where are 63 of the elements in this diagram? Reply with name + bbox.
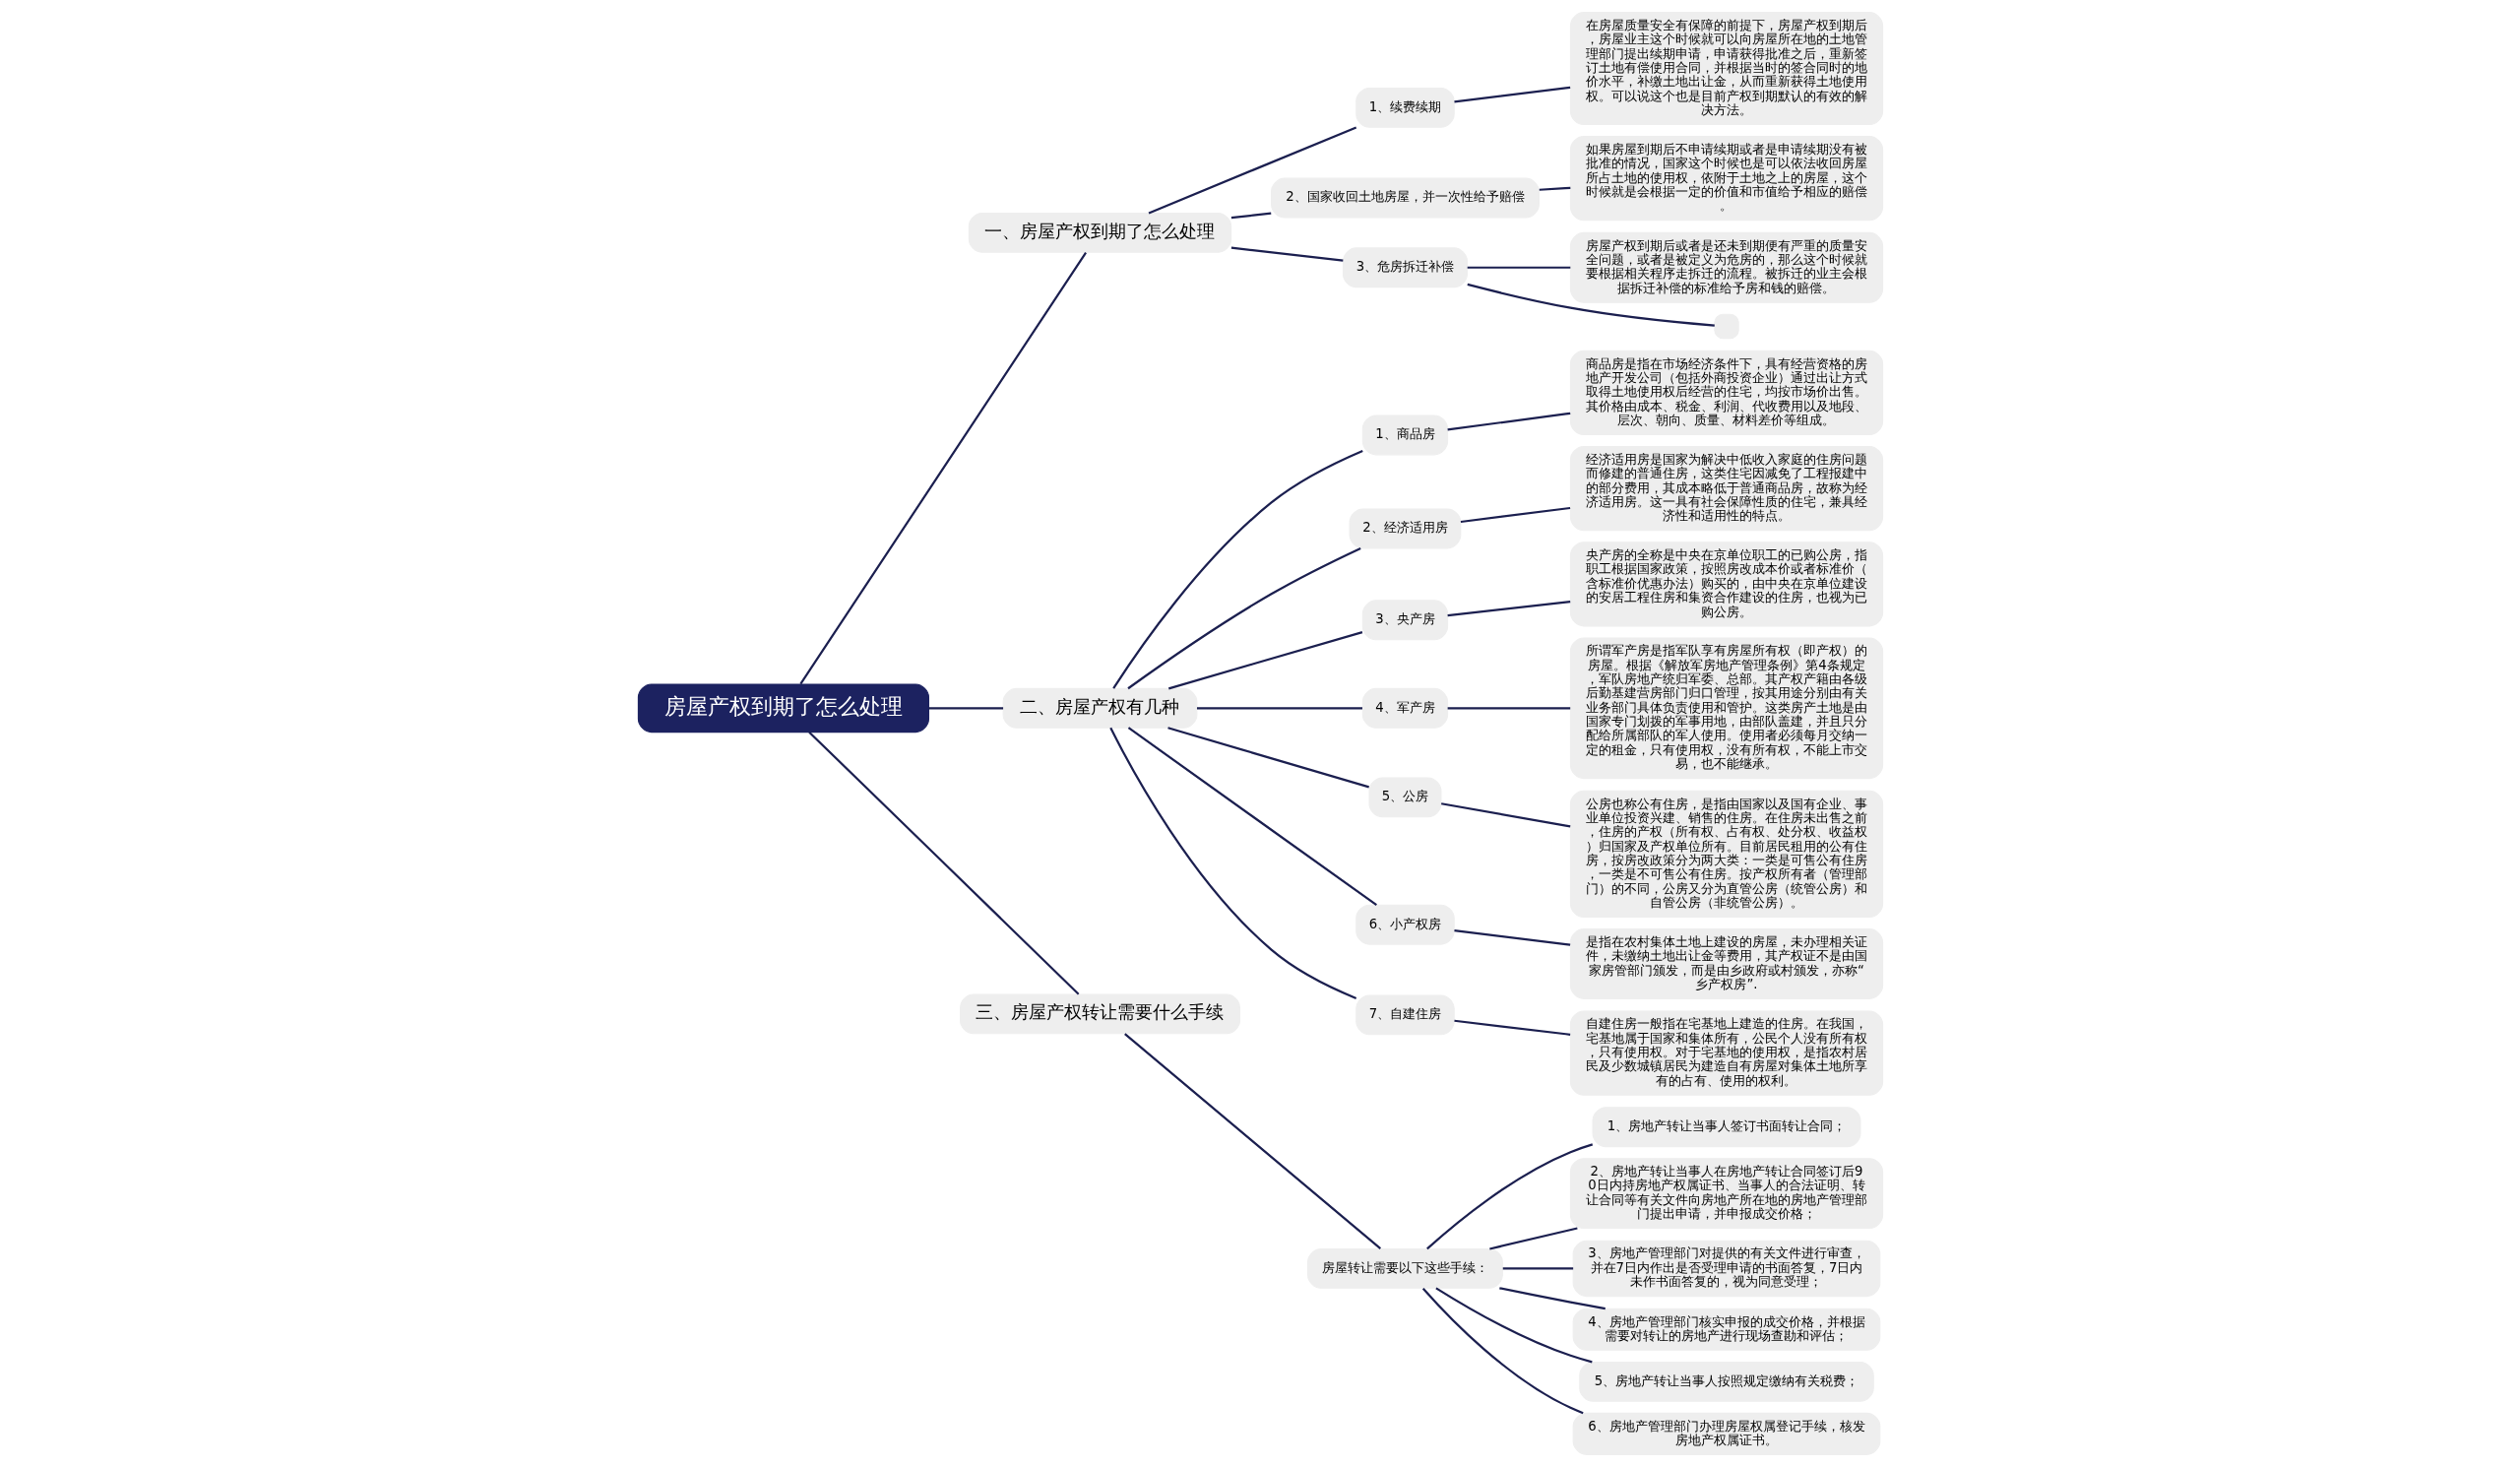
connector <box>1148 126 1356 215</box>
node-box: 1、房地产转让当事人签订书面转让合同； <box>1592 1107 1860 1148</box>
connector <box>1230 212 1271 220</box>
node-box: 一、房屋产权到期了怎么处理 <box>968 212 1231 253</box>
connector <box>1467 266 1570 269</box>
node-box: 6、房地产管理部门办理房屋权属登记手续，核发房地产权属证书。 <box>1572 1412 1880 1455</box>
node-box: 商品房是指在市场经济条件下，具有经营资格的房地产开发公司（包括外商投资企业）通过出让方式取得土地使用权后经营的住宅，均按市场价出售。其价格由成本、税金、利润、代收费用以及地段、层次、朝向、质量、材料差价等组成。 <box>1569 350 1883 435</box>
connector <box>1502 1267 1573 1270</box>
node-box: 房屋转让需要以下这些手续： <box>1306 1247 1503 1289</box>
node-box: 5、公房 <box>1367 777 1441 818</box>
node-box: 房屋产权到期后或者是还未到期便有严重的质量安全问题，或者是被定义为危房的，那么这个时候就要根据相关程序走拆迁的流程。被拆迁的业主会根据拆迁补偿的标准给予房和钱的赔偿。 <box>1569 231 1883 303</box>
connector <box>1196 707 1362 710</box>
connector <box>1123 1033 1381 1250</box>
node-box: 3、房地产管理部门对提供的有关文件进行审查，并在7日内作出是否受理申请的书面答复，7日内未作书面答复的，视为同意受理； <box>1572 1240 1880 1298</box>
connector <box>1447 600 1570 617</box>
connector <box>1127 727 1377 907</box>
connector <box>1126 546 1361 690</box>
connector <box>1111 450 1363 689</box>
connector <box>798 251 1087 685</box>
connector <box>1488 1227 1578 1250</box>
connector <box>1166 727 1369 789</box>
connector <box>1467 283 1715 327</box>
node-box: 经济适用房是国家为解决中低收入家庭的住房问题而修建的普通住房，这类住宅因减免了工程报建中的部分费用，其成本略低于普通商品房，故称为经济适用房。这一具有社会保障性质的住宅，兼具经济性和适用性的特点。 <box>1569 446 1883 532</box>
connector <box>928 707 1003 710</box>
connector <box>1498 1287 1606 1310</box>
connector <box>1453 929 1570 946</box>
connector <box>807 731 1079 995</box>
connector <box>1447 412 1570 431</box>
connector <box>1421 1287 1584 1415</box>
node-box: 2、国家收回土地房屋，并一次性给予赔偿 <box>1270 177 1540 219</box>
connector <box>1230 246 1343 262</box>
node-box: 自建住房一般指在宅基地上建造的住房。在我国，宅基地属于国家和集体所有，公民个人没有所有权，只有使用权。对于宅基地的使用权，是指农村居民及少数城镇居民为建造自有房屋对集体土地所享有的占有、使用的权利。 <box>1569 1010 1883 1096</box>
node-box: 2、经济适用房 <box>1349 508 1461 549</box>
node-box: 4、军产房 <box>1361 687 1448 729</box>
node-box: 7、自建住房 <box>1354 994 1455 1036</box>
node-box: 如果房屋到期后不申请续期或者是申请续期没有被批准的情况，国家这个时候也是可以依法收回房屋所占土地的使用权，依附于土地之上的房屋，这个时候就是会根据一定的价值和市值给予相应的赔偿。 <box>1569 136 1883 222</box>
node-box: 公房也称公有住房，是指由国家以及国有企业、事业单位投资兴建、销售的住房。在住房未出售之前，住房的产权（所有权、占有权、处分权、收益权）归国家及产权单位所有。目前居民租用的公有住房，按房改政策分为两大类：一类是可售公有住房，一类是不可售公有住房。按产权所有者（管理部门）的不同，公房又分为直管公房（统管公房）和自管公房（非统管公房）。 <box>1569 790 1883 919</box>
node-box: 2、房地产转让当事人在房地产转让合同签订后90日内持房地产权属证书、当事人的合法证明、转让合同等有关文件向房地产所在地的房地产管理部门提出申请，并申报成交价格； <box>1569 1158 1883 1230</box>
connector <box>1539 186 1570 191</box>
node-box: 5、房地产转让当事人按照规定缴纳有关税费； <box>1578 1361 1874 1402</box>
node-box: 在房屋质量安全有保障的前提下，房屋产权到期后，房屋业主这个时候就可以向房屋所在地的土地管理部门提出续期申请，申请获得批准之后，重新签订土地有偿使用合同，并根据当时的签合同时的地价水平，补缴土地出让金，从而重新获得土地使用权。可以说这个也是目前产权到期默认的有效的解决方法。 <box>1569 12 1883 125</box>
connector <box>1460 506 1570 524</box>
connector <box>1453 1019 1570 1036</box>
node-box: 3、央产房 <box>1361 600 1448 641</box>
node-box: 二、房屋产权有几种 <box>1002 687 1197 729</box>
node-box: 央产房的全称是中央在京单位职工的已购公房，指职工根据国家政策，按照房改成本价或者标准价（含标准价优惠办法）购买的，由中央在京单位建设的安居工程住房和集资合作建设的住房，也视为已购公房。 <box>1569 542 1883 627</box>
connector <box>1447 707 1570 710</box>
node-box: 4、房地产管理部门核实申报的成交价格，并根据需要对转让的房地产进行现场查勘和评估； <box>1572 1308 1880 1351</box>
node-box: 1、商品房 <box>1361 415 1448 456</box>
connector <box>1425 1143 1593 1250</box>
connector <box>1440 802 1570 828</box>
connector <box>1453 86 1570 103</box>
node-box: 三、房屋产权转让需要什么手续 <box>959 993 1240 1035</box>
connector <box>1434 1287 1593 1364</box>
node-box: 是指在农村集体土地上建设的房屋，未办理相关证件，未缴纳土地出让金等费用，其产权证不是由国家房管部门颁发，而是由乡政府或村颁发，亦称“乡产权房”. <box>1569 928 1883 999</box>
node-box: 1、续费续期 <box>1354 87 1455 128</box>
node-box: 6、小产权房 <box>1354 904 1455 945</box>
node-box: 房屋产权到期了怎么处理 <box>637 683 929 734</box>
node-box: 3、危房拆迁补偿 <box>1342 247 1468 288</box>
connector <box>1167 631 1362 690</box>
node-box <box>1713 313 1739 340</box>
node-box: 所谓军产房是指军队享有房屋所有权（即产权）的房屋。根据《解放军房地产管理条例》第4条规定，军队房地产统归军委、总部。其产权产籍由各级后勤基建营房部门归口管理，按其用途分别由有关业务部门具体负责使用和管护。这类房产土地是由国家专门划拨的军事用地，由部队盖建，并且只分配给所属部队的军人使用。使用者必须每月交纳一定的租金，只有使用权，没有所有权，不能上市交易，也不能继承。 <box>1569 637 1883 780</box>
connector <box>1108 727 1356 999</box>
